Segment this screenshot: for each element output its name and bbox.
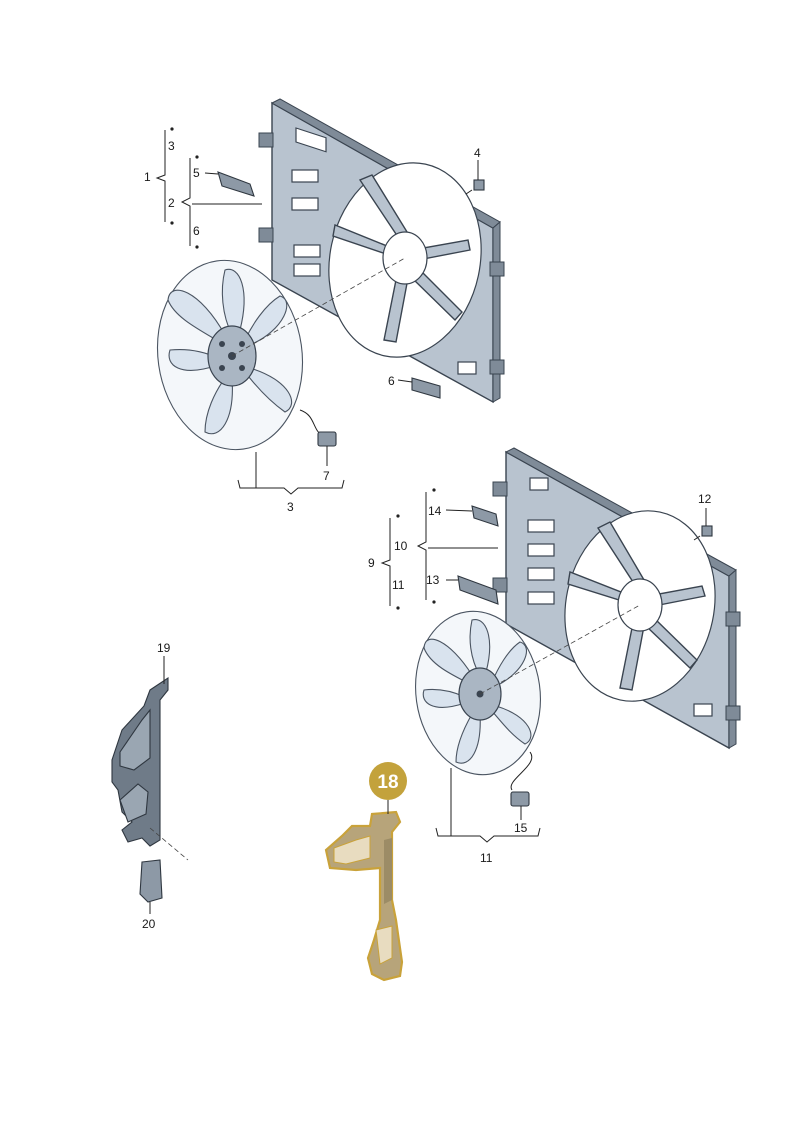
upper-fan-shroud-assembly — [258, 98, 505, 404]
badge-label: 18 — [377, 772, 398, 793]
part-19-axis — [149, 827, 189, 861]
callout-11b: 11 — [480, 851, 493, 865]
part-12-bolt — [693, 525, 713, 541]
lower-axis-line — [479, 604, 641, 695]
callout-10: 10 — [394, 539, 408, 553]
part-19-air-guide — [111, 676, 169, 847]
callout-3a: 3 — [168, 139, 175, 153]
lower-fan-wheel — [415, 610, 541, 807]
callout-20: 20 — [142, 917, 156, 931]
callout-5: 5 — [193, 166, 200, 180]
callout-7: 7 — [323, 469, 330, 483]
upper-fan-wheel — [156, 259, 337, 451]
part-5-clip — [217, 171, 255, 197]
part-6-clip — [411, 377, 441, 399]
part-20-bracket — [139, 859, 163, 903]
lower-fan-shroud-assembly — [492, 447, 741, 750]
callout-1: 1 — [144, 170, 151, 184]
lower-callout-lines — [380, 488, 707, 843]
callout-6b: 6 — [388, 374, 395, 388]
callout-2: 2 — [168, 196, 175, 210]
callout-labels: 3 1 5 2 6 4 6 7 3 12 14 10 9 13 11 15 11… — [142, 139, 712, 931]
callout-12: 12 — [698, 492, 712, 506]
callout-14: 14 — [428, 504, 442, 518]
callout-19: 19 — [157, 641, 171, 655]
callout-13: 13 — [426, 573, 440, 587]
callout-15: 15 — [514, 821, 528, 835]
callout-11a: 11 — [392, 578, 405, 592]
part-14-clip — [471, 505, 499, 527]
part-4-bolt — [465, 179, 485, 195]
callout-9: 9 — [368, 556, 375, 570]
upper-callout-lines — [155, 127, 479, 495]
part-18-air-guide-highlighted[interactable] — [324, 810, 404, 982]
callout-3b: 3 — [287, 500, 294, 514]
part-13-clip — [457, 575, 499, 605]
upper-axis-line — [231, 257, 406, 357]
callout-4: 4 — [474, 146, 481, 160]
part-18-badge[interactable]: 18 — [369, 762, 407, 800]
callout-6a: 6 — [193, 224, 200, 238]
